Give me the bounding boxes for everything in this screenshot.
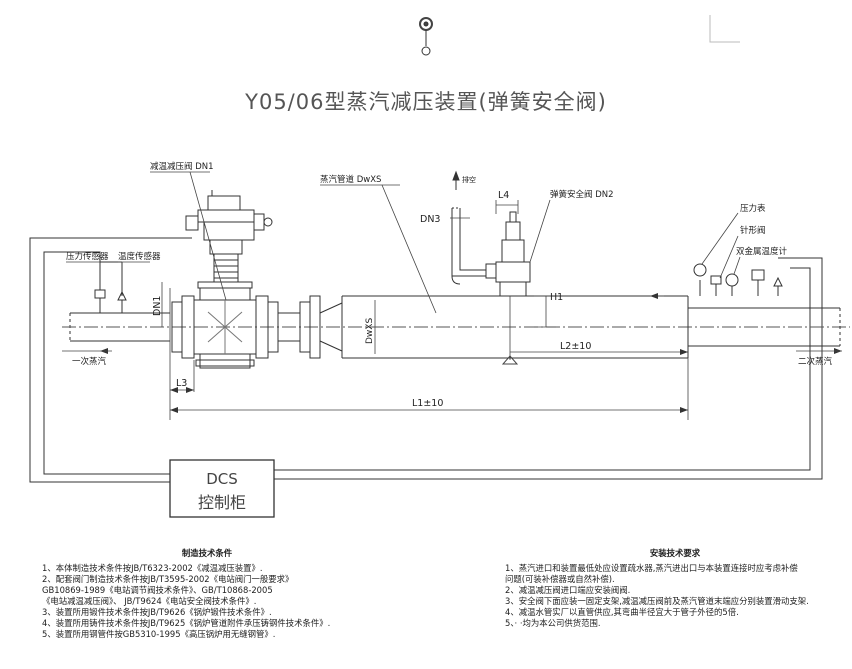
installation-note: 问题(可装补偿器或自然补偿). — [505, 574, 615, 584]
prv-valve-body — [193, 281, 257, 369]
transition-pipe — [278, 295, 343, 359]
page-title: Y05/06型蒸汽减压装置(弹簧安全阀) — [245, 90, 607, 114]
steam-pipe-label: 蒸汽管道 DwXS — [320, 174, 381, 185]
l3-dim-label: L3 — [176, 378, 187, 389]
dimension-lines — [161, 200, 689, 420]
inlet-sensors — [94, 289, 127, 313]
instrument-cluster — [693, 263, 783, 296]
installation-note: 1、蒸汽进口和装置最低处应设置疏水器,蒸汽进出口与本装置连接时应考虑补偿 — [505, 563, 798, 573]
manufacturing-note: 《电站减温减压阀》、 JB/T9624《电站安全阀技术条件》. — [42, 596, 257, 606]
l4-dim-label: L4 — [498, 190, 509, 201]
prv-actuator — [185, 190, 273, 283]
leader-lines — [66, 171, 741, 314]
primary-steam-label: 一次蒸汽 — [72, 356, 107, 367]
pressure-sensor-label: 压力传感器 — [66, 251, 109, 262]
dn3-dim-label: DN3 — [420, 214, 440, 225]
pressure-gauge-label: 压力表 — [740, 203, 766, 214]
dcs-cabinet — [169, 459, 275, 518]
discharge-label: 排空 — [462, 175, 476, 184]
manufacturing-notes: 制造技术条件 1、本体制造技术条件按JB/T6323-2002《减温减压装置》.… — [42, 548, 372, 640]
l1-dim-label: L1±10 — [412, 398, 443, 409]
temp-sensor-label: 温度传感器 — [118, 251, 161, 262]
h1-dim-label: H1 — [550, 292, 563, 303]
installation-note: 4、减温水管实厂以直管供应,其弯曲半径宜大于管子外径的5倍. — [505, 607, 739, 617]
manufacturing-note: GB10869-1989《电站调节阀技术条件》、GB/T10868-2005 — [42, 585, 273, 595]
manufacturing-note: 4、装置所用铸件技术条件按JB/T9625《锅炉管道附件承压铸钢件技术条件》. — [42, 618, 331, 628]
installation-notes-heading: 安装技术要求 — [649, 548, 701, 558]
manufacturing-note: 2、配套阀门制造技术条件按JB/T3595-2002《电站阀门一般要求》 — [42, 574, 294, 584]
prv-label: 减温减压阀 DN1 — [150, 161, 214, 172]
control-cabinet-label: 控制柜 — [198, 493, 246, 512]
manufacturing-note: 1、本体制造技术条件按JB/T6323-2002《减温减压装置》. — [42, 563, 263, 573]
fixed-support — [501, 355, 519, 365]
installation-note: 5、· ·均为本公司供货范围. — [505, 618, 601, 628]
installation-note: 3、安全阀下面应装一固定支架,减温减压阀前及蒸汽管道末端应分别装置滑动支架. — [505, 596, 809, 606]
safety-valve — [485, 211, 531, 297]
needle-valve-label: 针形阀 — [740, 225, 766, 236]
installation-note: 2、减温减压阀进口端应安装阀阀. — [505, 585, 631, 595]
l2-dim-label: L2±10 — [560, 341, 591, 352]
dn1-dim-label: DN1 — [152, 296, 163, 316]
safety-valve-label: 弹簧安全阀 DN2 — [550, 189, 614, 200]
exhaust-pipe — [451, 170, 486, 285]
installation-notes: 安装技术要求 1、蒸汽进口和装置最低处应设置疏水器,蒸汽进出口与本装置连接时应考… — [505, 548, 845, 629]
manufacturing-note: 5、装置所用钢管件按GB5310-1995《高压锅炉用无缝钢管》. — [42, 629, 276, 639]
inlet-pipe — [62, 312, 850, 342]
dcs-label: DCS — [206, 470, 238, 488]
dwxs-dim-label: DwXS — [365, 318, 375, 344]
dimension-arrows — [100, 293, 842, 413]
secondary-steam-label: 二次蒸汽 — [798, 356, 833, 367]
manufacturing-notes-heading: 制造技术条件 — [181, 548, 233, 558]
manufacturing-note: 3、装置所用锻件技术条件按JB/T9626《锅炉锻件技术条件》. — [42, 607, 272, 617]
bimetal-thermometer-label: 双金属温度计 — [736, 246, 788, 257]
logo-icon — [419, 17, 433, 56]
corner-mark — [709, 15, 740, 43]
